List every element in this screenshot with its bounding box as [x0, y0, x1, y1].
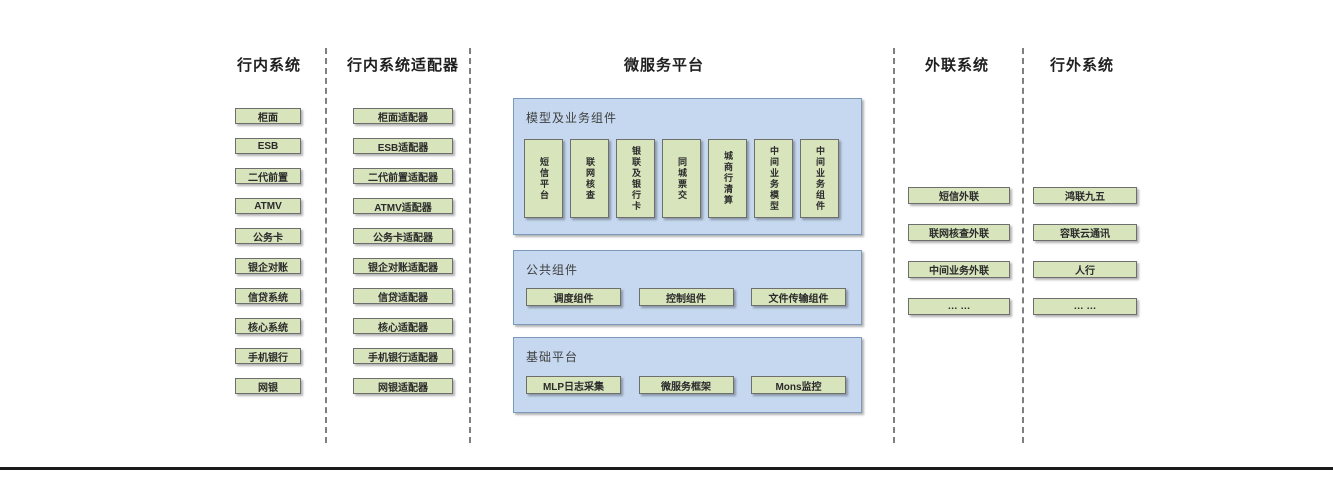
column-divider-1 [325, 48, 327, 443]
model-component-node: 银联及银行卡 [616, 139, 655, 218]
adapter-node: 银企对账适配器 [353, 258, 453, 274]
outside-node: 人行 [1033, 261, 1137, 278]
model-component-node: 城商行清算 [708, 139, 747, 218]
outside-node: 鸿联九五 [1033, 187, 1137, 204]
external-link-node: 联网核查外联 [908, 224, 1010, 241]
adapter-node: 信贷适配器 [353, 288, 453, 304]
inbank-node: 柜面 [235, 108, 301, 124]
adapter-node: 手机银行适配器 [353, 348, 453, 364]
adapters-column: 柜面适配器 ESB适配器 二代前置适配器 ATMV适配器 公务卡适配器 银企对账… [353, 108, 453, 394]
adapter-node: ATMV适配器 [353, 198, 453, 214]
inbank-node: 公务卡 [235, 228, 301, 244]
outside-column: 鸿联九五 容联云通讯 人行 … … [1033, 187, 1137, 315]
inbank-node: 银企对账 [235, 258, 301, 274]
adapter-node: 柜面适配器 [353, 108, 453, 124]
model-component-node: 短信平台 [524, 139, 563, 218]
common-component-node: 调度组件 [526, 288, 621, 306]
adapter-node: 二代前置适配器 [353, 168, 453, 184]
inbank-node: ATMV [235, 198, 301, 214]
bottom-border-line [0, 467, 1333, 470]
column-header-adapters: 行内系统适配器 [346, 57, 459, 74]
column-divider-4 [1022, 48, 1024, 443]
adapter-node: 公务卡适配器 [353, 228, 453, 244]
model-components-row: 短信平台 联网核查 银联及银行卡 同城票交 城商行清算 中间业务模型 中间业务组… [524, 139, 839, 218]
common-component-node: 文件传输组件 [751, 288, 846, 306]
panel-common-components: 公共组件 调度组件 控制组件 文件传输组件 [513, 250, 862, 325]
inbank-node: 信贷系统 [235, 288, 301, 304]
column-divider-3 [893, 48, 895, 443]
common-component-node: 控制组件 [638, 288, 734, 306]
inbank-node: 手机银行 [235, 348, 301, 364]
column-header-outside: 行外系统 [1049, 57, 1114, 74]
column-divider-2 [469, 48, 471, 443]
adapter-node: 网银适配器 [353, 378, 453, 394]
column-header-inbank: 行内系统 [236, 57, 301, 74]
column-header-platform: 微服务平台 [623, 57, 704, 74]
inbank-node: ESB [235, 138, 301, 154]
panel-title: 公共组件 [526, 263, 579, 277]
model-component-node: 中间业务模型 [754, 139, 793, 218]
base-platform-node: MLP日志采集 [526, 376, 621, 394]
inbank-node: 核心系统 [235, 318, 301, 334]
inbank-column: 柜面 ESB 二代前置 ATMV 公务卡 银企对账 信贷系统 核心系统 手机银行… [235, 108, 301, 394]
common-components-row: 调度组件 控制组件 文件传输组件 [526, 288, 846, 306]
external-link-node: … … [908, 298, 1010, 315]
adapter-node: ESB适配器 [353, 138, 453, 154]
external-link-node: 中间业务外联 [908, 261, 1010, 278]
panel-base-platform: 基础平台 MLP日志采集 微服务框架 Mons监控 [513, 337, 862, 413]
model-component-node: 联网核查 [570, 139, 609, 218]
panel-title: 模型及业务组件 [526, 111, 618, 125]
adapter-node: 核心适配器 [353, 318, 453, 334]
outside-node: 容联云通讯 [1033, 224, 1137, 241]
outside-node: … … [1033, 298, 1137, 315]
external-link-column: 短信外联 联网核查外联 中间业务外联 … … [908, 187, 1010, 315]
base-platform-node: 微服务框架 [638, 376, 734, 394]
model-component-node: 中间业务组件 [800, 139, 839, 218]
panel-title: 基础平台 [526, 350, 579, 364]
base-platform-node: Mons监控 [751, 376, 846, 394]
base-platform-row: MLP日志采集 微服务框架 Mons监控 [526, 376, 846, 394]
inbank-node: 网银 [235, 378, 301, 394]
column-header-external-link: 外联系统 [924, 57, 989, 74]
model-component-node: 同城票交 [662, 139, 701, 218]
panel-model-business-components: 模型及业务组件 短信平台 联网核查 银联及银行卡 同城票交 城商行清算 中间业务… [513, 98, 862, 235]
external-link-node: 短信外联 [908, 187, 1010, 204]
inbank-node: 二代前置 [235, 168, 301, 184]
